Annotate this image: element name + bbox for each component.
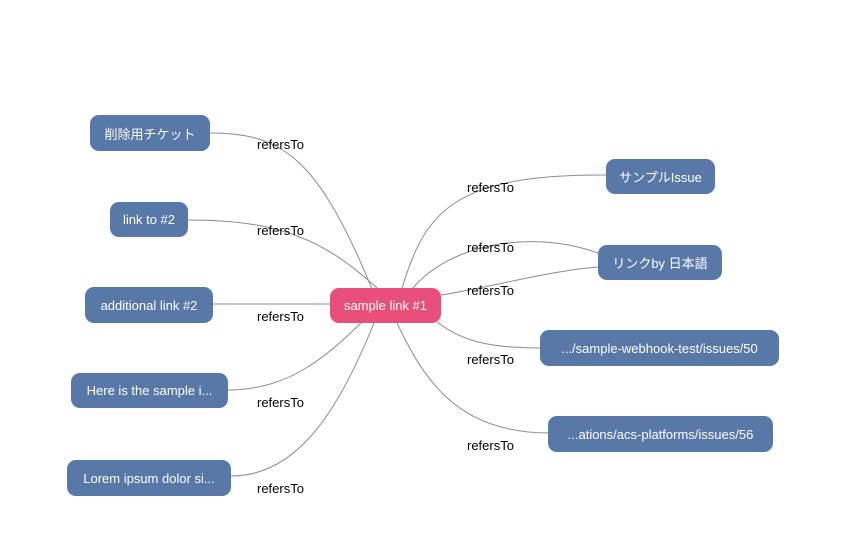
edge-line [230, 322, 375, 477]
node-link-by-jp[interactable]: リンクby 日本語 [598, 245, 722, 280]
node-sample-webhook-issue-50[interactable]: .../sample-webhook-test/issues/50 [540, 330, 779, 366]
edge-label-refersto: refersTo [257, 309, 304, 324]
edge-label-refersto: refersTo [467, 180, 514, 195]
edge-line [440, 266, 599, 296]
edge-label-refersto: refersTo [257, 223, 304, 238]
node-label: Here is the sample i... [86, 383, 213, 398]
edge-label-refersto: refersTo [257, 481, 304, 496]
node-label: サンプルIssue [619, 170, 702, 185]
edge-label-refersto: refersTo [467, 352, 514, 367]
edge-line [187, 219, 379, 290]
edge-line [412, 241, 599, 289]
edge-line [209, 132, 373, 290]
edge-label-refersto: refersTo [467, 240, 514, 255]
node-label: Lorem ipsum dolor si... [83, 470, 215, 486]
edge-label-refersto: refersTo [257, 137, 304, 152]
edge-line [401, 174, 607, 289]
node-label: リンクby 日本語 [612, 256, 708, 271]
node-label: sample link #1 [343, 298, 428, 313]
node-sample-link-1[interactable]: sample link #1 [330, 288, 441, 323]
edge-line [396, 322, 549, 434]
node-sample-issue-jp[interactable]: サンプルIssue [606, 159, 715, 194]
edge-line [436, 321, 541, 349]
node-label: additional link #2 [100, 297, 198, 313]
node-link-to-2[interactable]: link to #2 [110, 202, 188, 237]
node-acs-platforms-issue-56[interactable]: ...ations/acs-platforms/issues/56 [548, 416, 773, 452]
edge-label-refersto: refersTo [467, 283, 514, 298]
node-additional-link-2[interactable]: additional link #2 [85, 287, 213, 323]
node-label: .../sample-webhook-test/issues/50 [561, 340, 758, 356]
node-lorem-ipsum[interactable]: Lorem ipsum dolor si... [67, 460, 231, 496]
edge-line [227, 321, 363, 391]
node-label: 削除用チケット [104, 126, 196, 142]
node-delete-ticket-jp[interactable]: 削除用チケット [90, 115, 210, 151]
edge-label-refersto: refersTo [257, 395, 304, 410]
node-label: ...ations/acs-platforms/issues/56 [567, 426, 754, 442]
edge-label-refersto: refersTo [467, 438, 514, 453]
node-label: link to #2 [122, 212, 176, 227]
node-here-is-the-sample[interactable]: Here is the sample i... [71, 373, 228, 408]
